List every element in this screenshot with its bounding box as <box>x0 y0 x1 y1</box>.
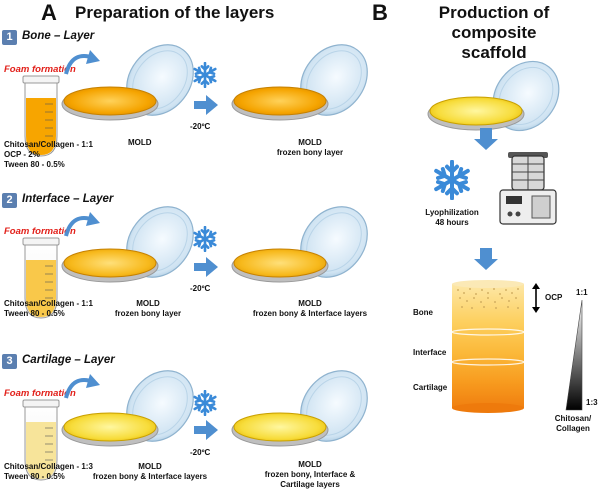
composition-list: Chitosan/Collagen - 1:3 Tween 80 - 0.5% <box>4 462 93 481</box>
step-number-badge: 1 <box>2 30 17 45</box>
pour-arrow-icon <box>64 212 100 237</box>
pour-arrow-icon <box>64 50 100 75</box>
down-arrow-icon <box>474 248 498 270</box>
panel-b-title: Production of composite scaffold <box>438 3 550 62</box>
snowflake-icon <box>434 160 470 200</box>
ratio-bottom-label: 1:3 <box>586 398 598 407</box>
ocp-label: OCP <box>545 293 563 302</box>
mold-label: MOLD frozen bony layer <box>114 299 182 318</box>
step-number-badge: 2 <box>2 193 17 208</box>
result-label: MOLD frozen bony layer <box>276 138 344 157</box>
snowflake-icon <box>193 390 217 416</box>
down-arrow-icon <box>474 128 498 150</box>
ocp-range-arrow-icon <box>532 283 540 313</box>
gradient-axis-label: Chitosan/ Collagen <box>554 414 592 433</box>
lyophilizer-icon <box>499 152 557 225</box>
pour-arrow-icon <box>64 374 100 399</box>
panel-a-letter: A <box>41 0 57 25</box>
composition-list: Chitosan/Collagen - 1:1 Tween 80 - 0.5% <box>4 299 93 318</box>
layer-label-bone: Bone <box>413 308 433 317</box>
petri-dish-result <box>231 44 368 121</box>
result-label: MOLD frozen bony, Interface & Cartilage … <box>264 460 356 489</box>
panel-b-letter: B <box>372 0 388 25</box>
petri-dish-mold <box>61 44 194 121</box>
composite-scaffold <box>451 280 525 413</box>
foam-formation-label: Foam formation <box>4 64 76 75</box>
temperature-label: -20ºC <box>190 448 211 457</box>
step-number-badge: 3 <box>2 354 17 369</box>
petri-dish-final <box>427 60 560 132</box>
step-title: Bone – Layer <box>22 30 95 42</box>
temperature-label: -20ºC <box>190 284 211 293</box>
layer-label-cartilage: Cartilage <box>413 383 448 392</box>
snowflake-icon <box>193 226 217 252</box>
mold-label: MOLD frozen bony & Interface layers <box>92 462 208 481</box>
foam-tube-icon <box>22 75 60 157</box>
foam-formation-label: Foam formation <box>4 388 76 399</box>
petri-dish-result <box>231 206 368 283</box>
foam-formation-label: Foam formation <box>4 226 76 237</box>
ratio-top-label: 1:1 <box>576 288 588 297</box>
mold-label: MOLD <box>128 138 152 147</box>
lyophilization-label: Lyophilization 48 hours <box>425 208 479 227</box>
temperature-label: -20ºC <box>190 122 211 131</box>
ratio-gradient-wedge <box>565 299 583 411</box>
panel-a-title: Preparation of the layers <box>75 3 275 22</box>
snowflake-icon <box>193 62 217 88</box>
petri-dish-mold <box>61 206 194 283</box>
step-title: Cartilage – Layer <box>22 354 115 366</box>
right-arrow-icon <box>194 95 218 115</box>
result-label: MOLD frozen bony & Interface layers <box>252 299 368 318</box>
foam-tube-icon <box>22 399 60 481</box>
right-arrow-icon <box>194 257 218 277</box>
composition-list: Chitosan/Collagen - 1:1 OCP - 2% Tween 8… <box>4 140 93 169</box>
layer-label-interface: Interface <box>413 348 447 357</box>
petri-dish-result <box>231 370 368 447</box>
right-arrow-icon <box>194 420 218 440</box>
petri-dish-mold <box>61 370 194 447</box>
foam-tube-icon <box>22 237 60 319</box>
step-title: Interface – Layer <box>22 193 114 205</box>
